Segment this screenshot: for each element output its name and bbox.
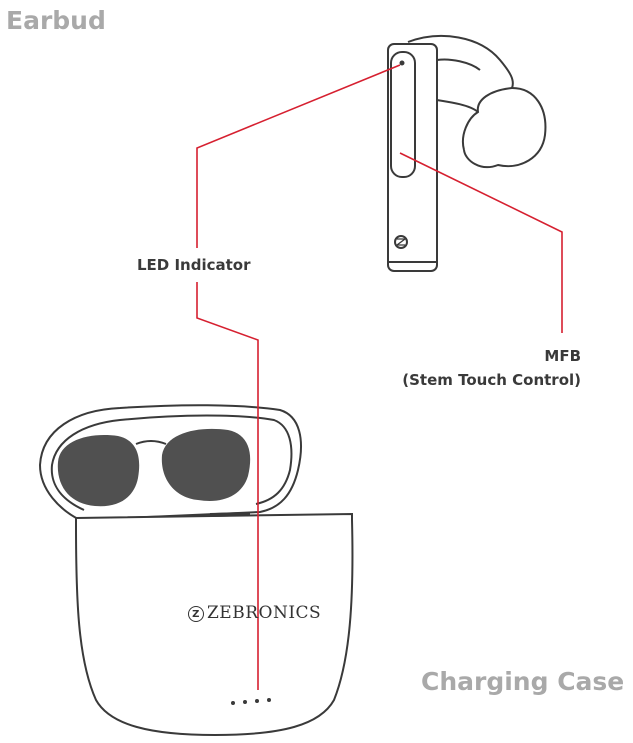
earbud-heading: Earbud <box>6 6 106 35</box>
led-callout-line-upper <box>196 64 401 248</box>
led-dot-earbud <box>399 60 405 66</box>
mfb-label-line2: (Stem Touch Control) <box>402 371 581 389</box>
zebronics-logo-icon: Z <box>188 605 204 622</box>
earbud-illustration <box>387 35 547 272</box>
led-callout-line-lower <box>196 282 259 690</box>
case-brand-text: ZEBRONICS <box>207 603 322 623</box>
mfb-label-line1: MFB <box>544 347 581 365</box>
mfb-callout-line <box>399 152 563 333</box>
mfb-label: MFB (Stem Touch Control) <box>402 344 581 392</box>
case-led-dot <box>231 701 235 705</box>
case-led-dot <box>267 698 271 702</box>
led-indicator-label: LED Indicator <box>137 256 251 274</box>
case-led-dot <box>243 700 247 704</box>
charging-case-heading: Charging Case <box>421 667 625 696</box>
right-earbud-recess <box>161 428 251 501</box>
earbud-logo-icon <box>394 235 408 249</box>
callout-lines <box>196 64 563 690</box>
left-earbud-recess <box>57 435 140 507</box>
case-led-dot <box>255 699 259 703</box>
charging-case-illustration <box>38 404 354 737</box>
